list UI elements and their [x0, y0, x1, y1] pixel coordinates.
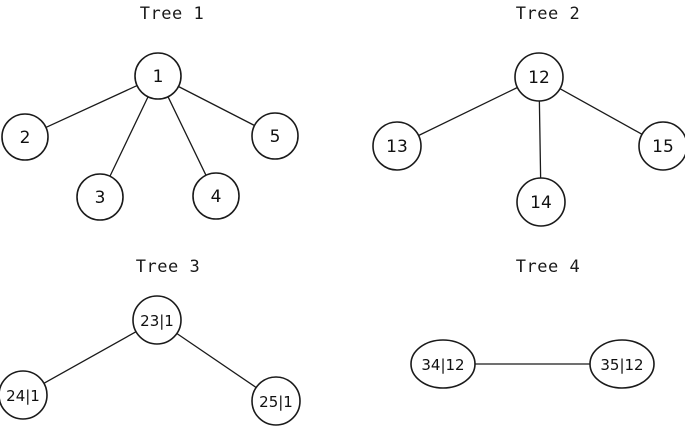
tree-edge-n12-n15 [559, 88, 643, 135]
tree-node-n5[interactable]: 5 [251, 112, 299, 160]
node-label: 24|1 [6, 387, 40, 405]
node-circle [514, 52, 564, 102]
tree-panel-tree-4: 34|12 35|12 Tree 4 [410, 257, 655, 389]
tree-node-n231[interactable]: 23|1 [132, 295, 182, 345]
node-circle [372, 121, 422, 171]
node-label: 35|12 [600, 356, 643, 374]
tree-edge-n1-n5 [177, 85, 256, 127]
tree-panel-tree-1: 1 2 3 4 5 Tree 1 [1, 4, 299, 221]
node-circle [134, 52, 182, 100]
node-ellipse [589, 339, 655, 389]
tree-node-n13[interactable]: 13 [372, 121, 422, 171]
edge-group [417, 86, 643, 179]
node-circle [76, 173, 124, 221]
node-label: 12 [528, 68, 550, 88]
tree-node-n251[interactable]: 25|1 [251, 376, 301, 426]
node-circle [0, 370, 48, 420]
node-circle [251, 112, 299, 160]
node-circle [192, 172, 240, 220]
node-label: 25|1 [259, 393, 293, 411]
node-ellipse [410, 339, 476, 389]
tree-node-n12[interactable]: 12 [514, 52, 564, 102]
panel-title-tree-1: Tree 1 [140, 4, 204, 24]
edge-group [43, 331, 257, 389]
tree-node-n15[interactable]: 15 [638, 121, 685, 171]
node-label: 4 [211, 187, 222, 207]
node-label: 1 [153, 67, 164, 87]
edge-group [45, 84, 256, 177]
tree-edge-n1-n3 [109, 96, 149, 177]
node-circle [132, 295, 182, 345]
tree-panel-tree-3: 23|1 24|1 25|1 Tree 3 [0, 257, 301, 426]
tree-node-n3412[interactable]: 34|12 [410, 339, 476, 389]
node-circle [1, 113, 49, 161]
node-circle [516, 177, 566, 227]
panel-title-tree-2: Tree 2 [516, 4, 580, 24]
tree-node-n3512[interactable]: 35|12 [589, 339, 655, 389]
node-label: 14 [530, 193, 552, 213]
tree-edge-n12-n13 [417, 86, 519, 137]
panel-title-tree-3: Tree 3 [136, 257, 200, 277]
tree-node-n3[interactable]: 3 [76, 173, 124, 221]
tree-panel-tree-2: 12 13 14 15 Tree 2 [372, 4, 685, 227]
node-label: 34|12 [421, 356, 464, 374]
tree-edge-n12-n14 [538, 100, 542, 179]
node-circle [638, 121, 685, 171]
tree-node-n241[interactable]: 24|1 [0, 370, 48, 420]
node-label: 23|1 [140, 312, 174, 330]
tree-node-n4[interactable]: 4 [192, 172, 240, 220]
tree-edge-n1-n4 [167, 96, 207, 176]
node-label: 13 [386, 137, 408, 157]
tree-node-n2[interactable]: 2 [1, 113, 49, 161]
tree-node-n14[interactable]: 14 [516, 177, 566, 227]
node-label: 5 [270, 127, 281, 147]
node-label: 3 [95, 188, 106, 208]
tree-edge-n231-n241 [43, 331, 137, 384]
node-label: 15 [652, 137, 674, 157]
panel-title-tree-4: Tree 4 [516, 257, 580, 277]
node-circle [251, 376, 301, 426]
node-label: 2 [20, 128, 31, 148]
tree-node-n1[interactable]: 1 [134, 52, 182, 100]
tree-edge-n1-n2 [45, 84, 138, 129]
tree-edge-n231-n251 [176, 332, 257, 389]
